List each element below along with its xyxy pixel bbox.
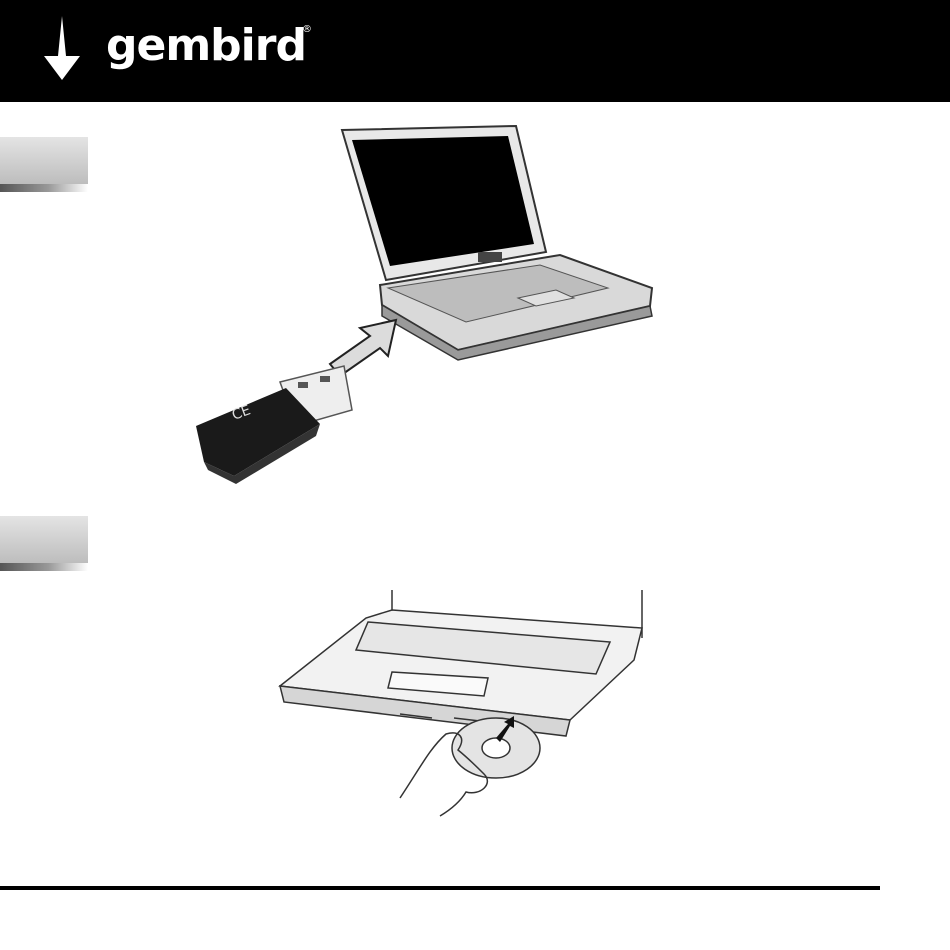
cd-into-laptop-drive-illustration <box>270 588 660 818</box>
step-2-tab <box>0 516 88 563</box>
registered-mark: ® <box>302 24 312 35</box>
arrow-down-icon <box>44 16 80 80</box>
page-header: gembird ® <box>0 0 950 102</box>
laptop-lid <box>342 126 546 280</box>
bottom-rule <box>0 886 880 890</box>
step-1-tab-shadow <box>0 184 88 192</box>
laptop <box>280 590 642 736</box>
usb-adapter-into-laptop-illustration: CE <box>190 120 660 490</box>
usb-adapter: CE <box>196 366 352 484</box>
step-2-tab-shadow <box>0 563 88 571</box>
brand-name: gembird <box>106 20 306 71</box>
step-1-tab <box>0 137 88 184</box>
